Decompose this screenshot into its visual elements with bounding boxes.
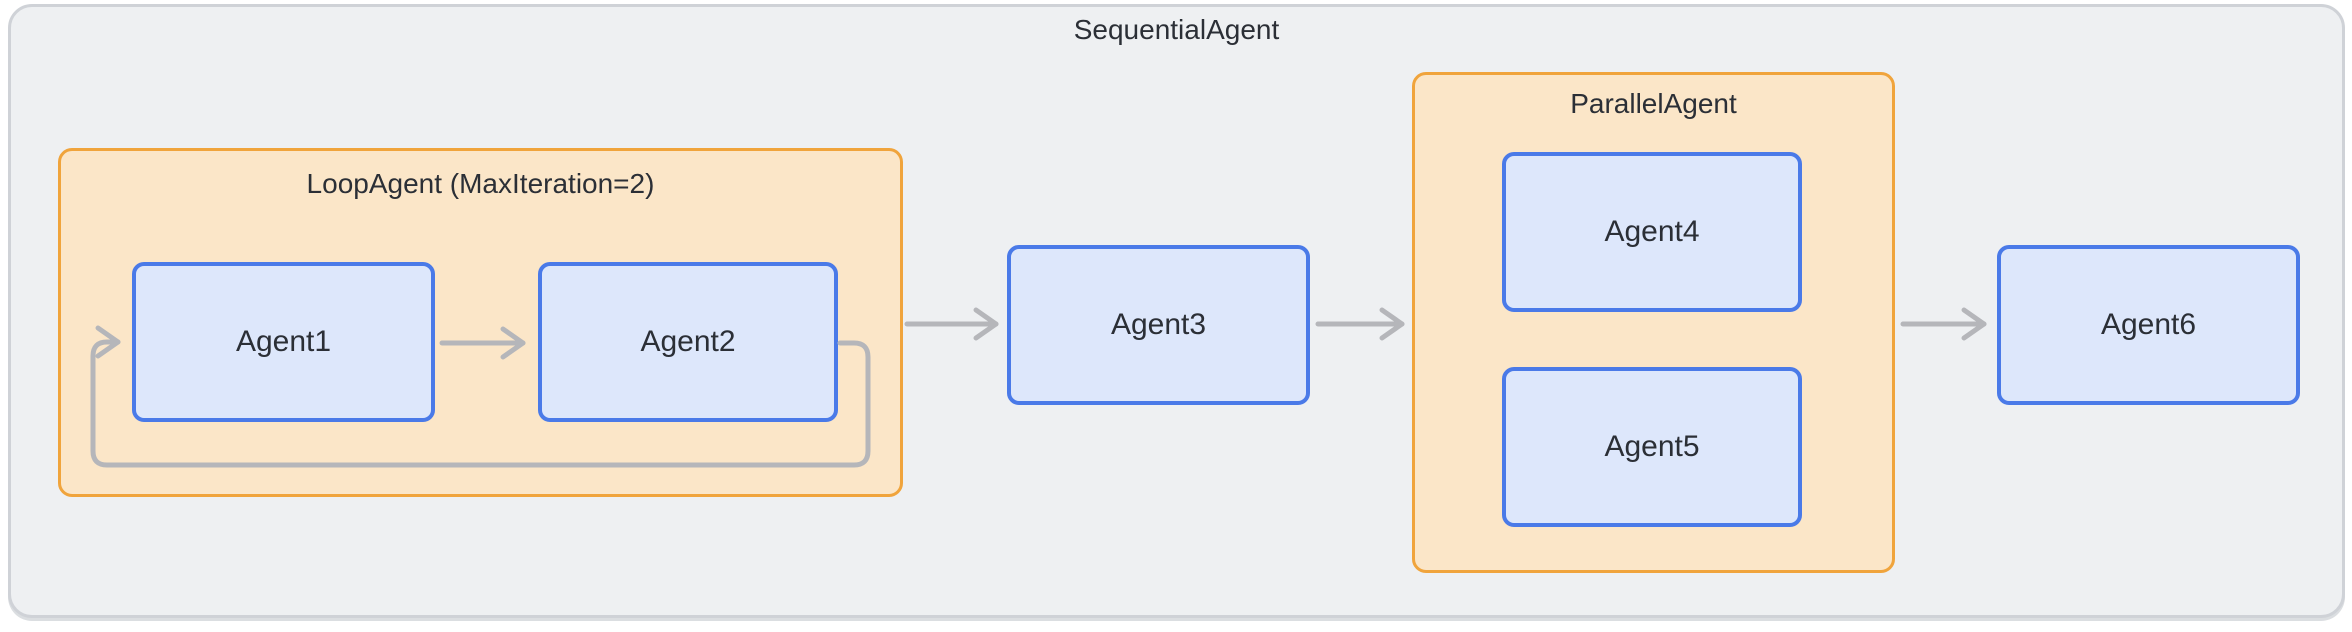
node-agent6-label: Agent6 bbox=[2100, 308, 2197, 341]
node-agent1: Agent1 bbox=[132, 262, 435, 422]
sequential-agent-title: SequentialAgent bbox=[1073, 14, 1280, 45]
node-agent5: Agent5 bbox=[1502, 367, 1802, 527]
node-agent3-label: Agent3 bbox=[1110, 308, 1207, 341]
node-agent5-label: Agent5 bbox=[1604, 430, 1700, 463]
node-agent2: Agent2 bbox=[538, 262, 838, 422]
loop-agent-title: LoopAgent (MaxIteration=2) bbox=[306, 168, 655, 199]
node-agent2-label: Agent2 bbox=[640, 325, 736, 358]
node-agent6: Agent6 bbox=[1997, 245, 2300, 405]
node-agent4-label: Agent4 bbox=[1604, 215, 1700, 248]
node-agent3: Agent3 bbox=[1007, 245, 1310, 405]
parallel-agent-title: ParallelAgent bbox=[1570, 88, 1737, 119]
node-agent1-label: Agent1 bbox=[235, 325, 332, 358]
node-agent4: Agent4 bbox=[1502, 152, 1802, 312]
